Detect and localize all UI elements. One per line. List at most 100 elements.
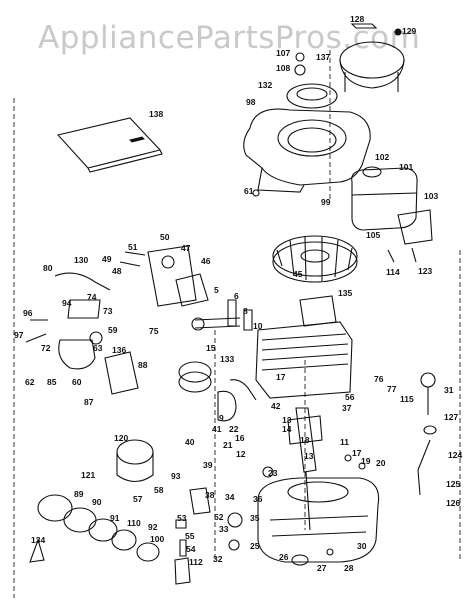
part-label-61: 61: [244, 186, 254, 196]
part-label-12: 12: [236, 449, 246, 459]
part-label-41: 41: [212, 424, 222, 434]
part-label-90: 90: [92, 497, 102, 507]
part-label-17: 17: [276, 372, 286, 382]
part-label-115: 115: [400, 394, 414, 404]
part-label-55: 55: [185, 531, 195, 541]
part-label-101: 101: [399, 162, 413, 172]
part-label-25: 25: [250, 541, 260, 551]
part-label-92: 92: [148, 522, 158, 532]
dipstick-tube: [417, 372, 437, 496]
part-label-59: 59: [108, 325, 118, 335]
part-label-17b: 17: [352, 448, 362, 458]
part-label-30: 30: [357, 541, 367, 551]
part-label-98: 98: [246, 97, 256, 107]
part-label-5: 5: [214, 285, 219, 295]
part-label-91: 91: [110, 513, 120, 523]
part-label-125: 125: [446, 479, 460, 489]
flywheel: [272, 235, 358, 283]
part-label-132: 132: [258, 80, 272, 90]
part-label-87: 87: [84, 397, 94, 407]
part-label-15: 15: [206, 343, 216, 353]
part-label-128: 128: [350, 14, 364, 24]
part-label-33: 33: [219, 524, 229, 534]
part-label-39: 39: [203, 460, 213, 470]
part-label-53: 53: [177, 513, 187, 523]
part-label-40: 40: [185, 437, 195, 447]
flywheel-screen: [286, 52, 338, 109]
part-label-60: 60: [72, 377, 82, 387]
part-label-74: 74: [87, 292, 97, 302]
part-label-105: 105: [366, 230, 380, 240]
part-label-124: 124: [448, 450, 462, 460]
manual-booklet: [56, 117, 163, 173]
part-label-89: 89: [74, 489, 84, 499]
part-label-46: 46: [201, 256, 211, 266]
part-label-100: 100: [150, 534, 164, 544]
part-label-93: 93: [171, 471, 181, 481]
part-label-13b: 13: [304, 451, 314, 461]
part-label-127: 127: [444, 412, 458, 422]
part-label-36: 36: [253, 494, 263, 504]
part-label-28: 28: [344, 563, 354, 573]
part-label-18: 18: [300, 435, 310, 445]
part-label-6: 6: [234, 291, 239, 301]
part-label-14: 14: [282, 424, 292, 434]
part-label-34: 34: [225, 492, 235, 502]
part-label-62: 62: [25, 377, 35, 387]
part-label-42: 42: [271, 401, 281, 411]
part-label-136: 136: [112, 345, 126, 355]
part-label-50: 50: [160, 232, 170, 242]
part-label-27: 27: [317, 563, 327, 573]
part-label-88: 88: [138, 360, 148, 370]
part-label-121: 121: [81, 470, 95, 480]
part-label-102: 102: [375, 152, 389, 162]
part-label-130: 130: [74, 255, 88, 265]
part-label-26: 26: [279, 552, 289, 562]
part-label-75: 75: [149, 326, 159, 336]
part-label-57: 57: [133, 494, 143, 504]
part-label-54: 54: [186, 544, 196, 554]
part-label-52: 52: [214, 512, 224, 522]
part-label-73: 73: [103, 306, 113, 316]
part-label-20: 20: [376, 458, 386, 468]
part-label-51: 51: [128, 242, 138, 252]
part-label-21: 21: [223, 440, 233, 450]
part-label-99: 99: [321, 197, 331, 207]
muffler-assembly: [351, 166, 433, 263]
part-label-10: 10: [253, 321, 263, 331]
part-label-120: 120: [114, 433, 128, 443]
part-label-77: 77: [387, 384, 397, 394]
part-label-37: 37: [342, 403, 352, 413]
part-label-108: 108: [276, 63, 290, 73]
sump-base: [257, 477, 380, 566]
part-label-129: 129: [402, 26, 416, 36]
cylinder-block: [229, 295, 353, 401]
part-label-35: 35: [250, 513, 260, 523]
part-label-126: 126: [446, 498, 460, 508]
part-label-63: 63: [93, 343, 103, 353]
part-label-135: 135: [338, 288, 352, 298]
part-label-76: 76: [374, 374, 384, 384]
top-cover-shroud: [339, 23, 405, 92]
hardware-parts: [175, 454, 366, 557]
part-label-107: 107: [276, 48, 290, 58]
part-label-72: 72: [41, 343, 51, 353]
part-label-114: 114: [386, 267, 400, 277]
starter-clutch: [29, 439, 191, 585]
part-label-47: 47: [181, 243, 191, 253]
part-label-32: 32: [213, 554, 223, 564]
part-label-85: 85: [47, 377, 57, 387]
carburetor-assembly: [25, 245, 209, 395]
part-label-13: 13: [282, 415, 292, 425]
part-label-22: 22: [229, 424, 239, 434]
part-label-110: 110: [127, 518, 141, 528]
part-label-123: 123: [418, 266, 432, 276]
blower-housing: [243, 108, 371, 197]
part-label-133: 133: [220, 354, 234, 364]
part-label-11: 11: [340, 437, 349, 447]
watermark-text: AppliancePartsPros.com: [38, 20, 421, 56]
part-label-97: 97: [14, 330, 24, 340]
